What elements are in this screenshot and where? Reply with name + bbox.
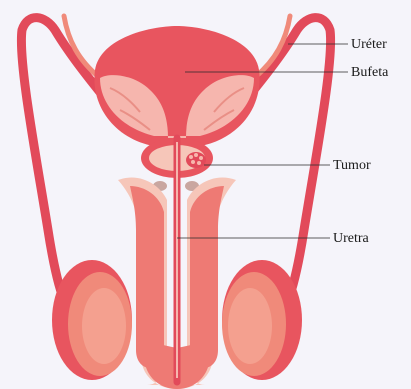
- label-bladder: Bufeta: [351, 65, 389, 80]
- label-urethra: Uretra: [333, 231, 370, 246]
- label-tumor: Tumor: [333, 158, 371, 173]
- corpus-left: [130, 186, 164, 368]
- corpus-right: [190, 186, 224, 368]
- testis-right: [222, 260, 302, 380]
- tumor: [186, 152, 206, 168]
- label-ureter: Uréter: [351, 37, 387, 52]
- testis-left: [52, 260, 132, 380]
